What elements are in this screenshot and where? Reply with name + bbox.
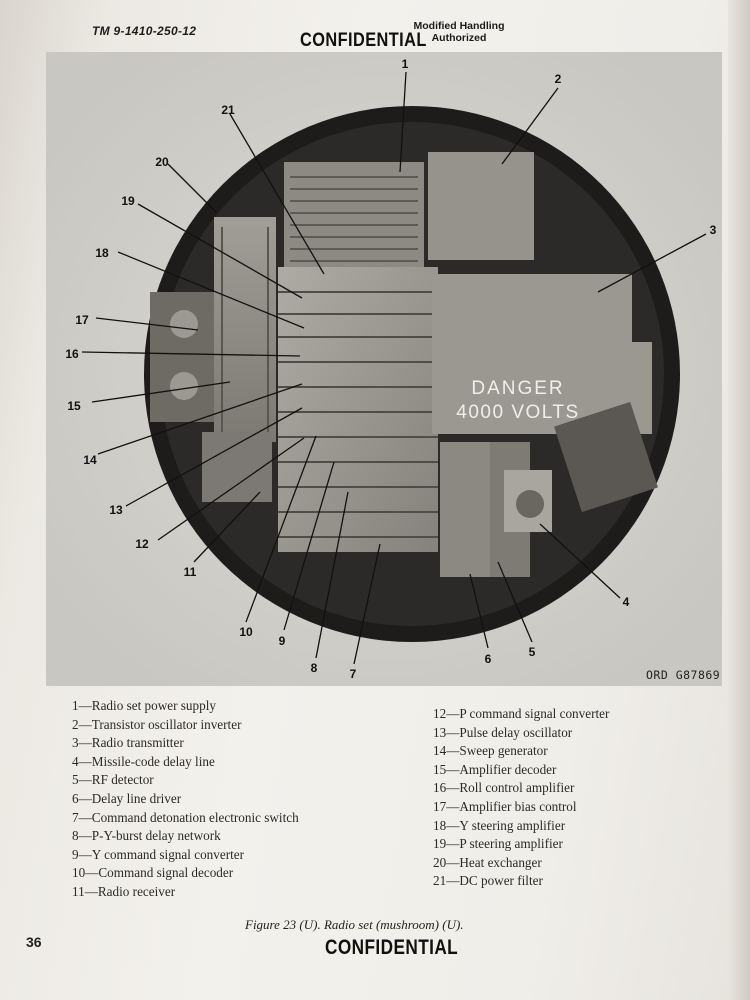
callout-16: 16 <box>65 347 79 361</box>
legend-item: 21—DC power filter <box>433 873 543 889</box>
callout-11: 11 <box>184 565 197 579</box>
document-id: TM 9-1410-250-12 <box>92 24 197 38</box>
legend-item: 19—P steering amplifier <box>433 836 563 852</box>
legend-item: 1—Radio set power supply <box>72 698 216 713</box>
callout-14: 14 <box>83 453 97 467</box>
callout-18: 18 <box>95 246 109 260</box>
callout-17: 17 <box>75 313 89 327</box>
figure-caption: Figure 23 (U). Radio set (mushroom) (U). <box>245 917 464 932</box>
callout-4: 4 <box>623 595 630 609</box>
legend-item: 14—Sweep generator <box>433 743 548 759</box>
callout-13: 13 <box>109 503 123 517</box>
figure-photo: DANGER 4000 VOLTS <box>46 52 722 686</box>
radio-set-illustration: DANGER 4000 VOLTS <box>46 52 722 686</box>
callout-9: 9 <box>279 634 286 648</box>
callout-2: 2 <box>555 72 562 86</box>
legend-item: 15—Amplifier decoder <box>433 761 557 777</box>
callout-21: 21 <box>221 103 235 117</box>
heat-exchanger <box>214 217 276 442</box>
legend-item: 9—Y command signal converter <box>72 846 244 862</box>
header-classification: CONFIDENTIAL <box>300 30 427 51</box>
legend-item: 11—Radio receiver <box>72 883 176 899</box>
legend-item: 18—Y steering amplifier <box>433 817 566 833</box>
legend-item: 13—Pulse delay oscillator <box>433 724 573 740</box>
leader-lines <box>81 71 707 665</box>
callout-6: 6 <box>485 652 492 666</box>
legend-item: 16—Roll control amplifier <box>433 780 575 796</box>
ord-code: ORD G87869 <box>646 668 721 682</box>
legend-item: 10—Command signal decoder <box>72 865 234 881</box>
legend-item: 12—P command signal converter <box>433 706 610 721</box>
legend-item: 20—Heat exchanger <box>433 854 542 870</box>
callout-7: 7 <box>350 667 357 681</box>
legend-left: 1—Radio set power supply 2—Transistor os… <box>72 697 299 902</box>
tube-assembly <box>554 401 658 513</box>
footer-classification: CONFIDENTIAL <box>325 936 459 959</box>
legend-item: 7—Command detonation electronic switch <box>72 809 299 825</box>
callout-19: 19 <box>121 194 135 208</box>
legend-item: 17—Amplifier bias control <box>433 798 577 814</box>
legend-item: 5—RF detector <box>72 772 154 788</box>
page-fold-shadow <box>728 0 750 1000</box>
legend-item: 6—Delay line driver <box>72 790 182 806</box>
delay-line-coil <box>516 490 544 518</box>
card-stack <box>278 267 438 552</box>
legend-item: 4—Missile-code delay line <box>72 753 215 769</box>
dc-power-filter <box>284 162 424 272</box>
voltage-text: 4000 VOLTS <box>456 402 579 423</box>
delay-line-driver <box>440 442 490 577</box>
callout-numbers: 1 2 3 4 5 6 7 8 9 10 11 12 13 14 15 16 1… <box>65 57 716 681</box>
oscillator-inverter-box <box>428 152 534 260</box>
callout-20: 20 <box>155 155 169 169</box>
legend-item: 2—Transistor oscillator inverter <box>72 716 242 732</box>
callout-3: 3 <box>710 223 717 237</box>
callout-8: 8 <box>311 661 318 675</box>
bias-control-knob <box>170 310 198 338</box>
callout-5: 5 <box>529 645 536 659</box>
callout-10: 10 <box>239 625 253 639</box>
page-number: 36 <box>26 934 42 950</box>
legend-item: 8—P-Y-burst delay network <box>72 828 221 844</box>
legend-item: 3—Radio transmitter <box>72 735 184 751</box>
danger-text: DANGER <box>471 378 564 399</box>
callout-12: 12 <box>135 537 149 551</box>
decoder-knob <box>170 372 198 400</box>
handling-line-2: Authorized <box>431 32 487 44</box>
handling-note: Modified Handling Authorized <box>404 20 514 44</box>
legend-right: 12—P command signal converter 13—Pulse d… <box>433 705 609 891</box>
handling-line-1: Modified Handling <box>413 20 505 32</box>
callout-1: 1 <box>402 57 409 71</box>
callout-15: 15 <box>67 399 81 413</box>
